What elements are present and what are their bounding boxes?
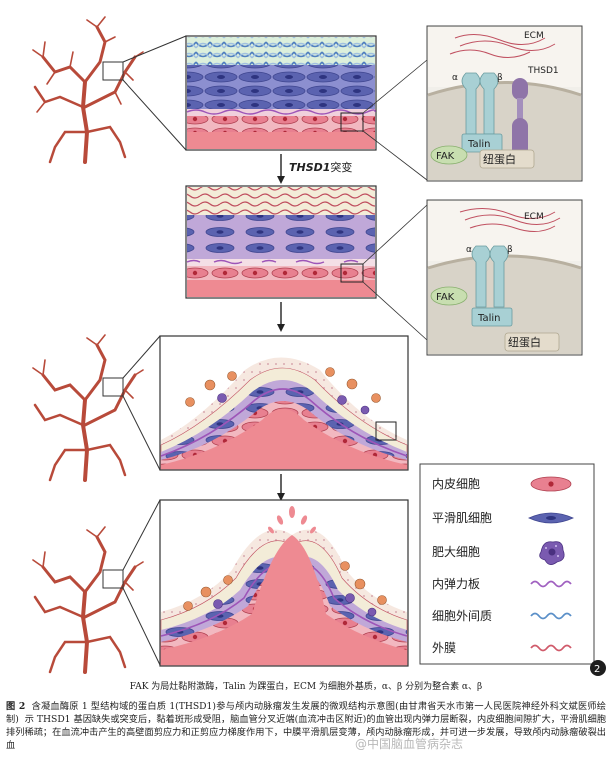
inset1-talin-label: Talin [467, 139, 490, 150]
vinculin-box-2 [504, 332, 560, 352]
focal-adhesion-inset-mutated: ECM α β FAK Talin 纽蛋白 [426, 199, 583, 356]
figure-note: FAK 为局灶黏附激酶，Talin 为踝蛋白，ECM 为细胞外基质，α、β 分别… [129, 682, 483, 692]
inset1-ecm-label: ECM [524, 31, 544, 41]
panel-badge: 2 [590, 660, 606, 676]
mutation-arrow [277, 154, 285, 184]
legend-label-elastic-lamina: 内弹力板 [432, 577, 480, 591]
cerebral-vessel-tree-1 [32, 16, 144, 164]
inset1-alpha-label: α [452, 73, 458, 83]
aneurysm-rupture-panel [159, 499, 409, 667]
inset1-beta-label: β [497, 73, 503, 83]
inset1-thsd1-label: THSD1 [527, 66, 559, 76]
mutation-label: THSD1突变 [289, 160, 352, 174]
endothelial-cell-icon [530, 476, 572, 492]
vinculin-box [479, 149, 535, 169]
smooth-muscle-cell-icon [528, 512, 574, 524]
adventitia-icon [530, 644, 572, 652]
progression-arrow-1 [277, 302, 285, 332]
legend-label-smooth-muscle: 平滑肌细胞 [432, 511, 492, 525]
legend-label-ecm: 细胞外间质 [432, 609, 492, 623]
legend: 内皮细胞 平滑肌细胞 肥大细胞 内弹力板 细胞外间质 外膜 [419, 463, 595, 665]
figure-label: 图 2 [6, 701, 26, 712]
cerebral-vessel-tree-2 [32, 334, 144, 482]
inset1-vinculin-label: 纽蛋白 [483, 152, 516, 166]
integrin-alpha-icon-2 [471, 245, 491, 308]
legend-label-adventitia: 外膜 [432, 641, 456, 655]
fak-blob-2 [430, 286, 468, 306]
inset2-vinculin-label: 纽蛋白 [508, 335, 541, 349]
figure-title: 含凝血酶原 1 型结构域的蛋白质 1(THSD1)参与颅内动脉瘤发生发展的微观结… [6, 701, 606, 725]
figure-body: 示 THSD1 基因缺失或突变后，黏着斑形成受阻，脑血管分叉近端(血流冲击区附近… [6, 714, 607, 751]
thsd1-protein-icon [512, 78, 528, 158]
inset2-alpha-label: α [466, 245, 472, 255]
focal-adhesion-inset-normal: ECM α β THSD1 Talin FAK 纽蛋白 [426, 25, 583, 182]
legend-label-endothelial: 内皮细胞 [432, 477, 480, 491]
inset2-talin-label: Talin [477, 313, 500, 324]
normal-vessel-wall-panel [185, 35, 428, 181]
zoom-connectors [102, 35, 187, 666]
mast-cell-icon [539, 541, 565, 565]
talin-box-2 [471, 307, 513, 327]
elastic-lamina-icon [530, 580, 572, 588]
legend-label-mast-cell: 肥大细胞 [432, 545, 480, 559]
fak-blob [430, 145, 468, 165]
inset2-ecm-label: ECM [524, 212, 544, 222]
progression-arrow-2 [277, 474, 285, 501]
figure-caption: 图 2 含凝血酶原 1 型结构域的蛋白质 1(THSD1)参与颅内动脉瘤发生发展… [6, 700, 606, 752]
watermark: @中国脑血管病杂志 [355, 737, 464, 751]
svg-text:2: 2 [594, 664, 600, 675]
inset2-fak-label: FAK [436, 292, 455, 303]
mutated-vessel-wall-panel [185, 185, 428, 341]
integrin-beta-icon-2 [489, 245, 509, 308]
extracellular-matrix-icon [530, 612, 572, 620]
aneurysm-formation-panel [159, 335, 409, 471]
cerebral-vessel-tree-3 [32, 526, 144, 674]
inset1-fak-label: FAK [436, 151, 455, 162]
inset2-beta-label: β [507, 245, 513, 255]
